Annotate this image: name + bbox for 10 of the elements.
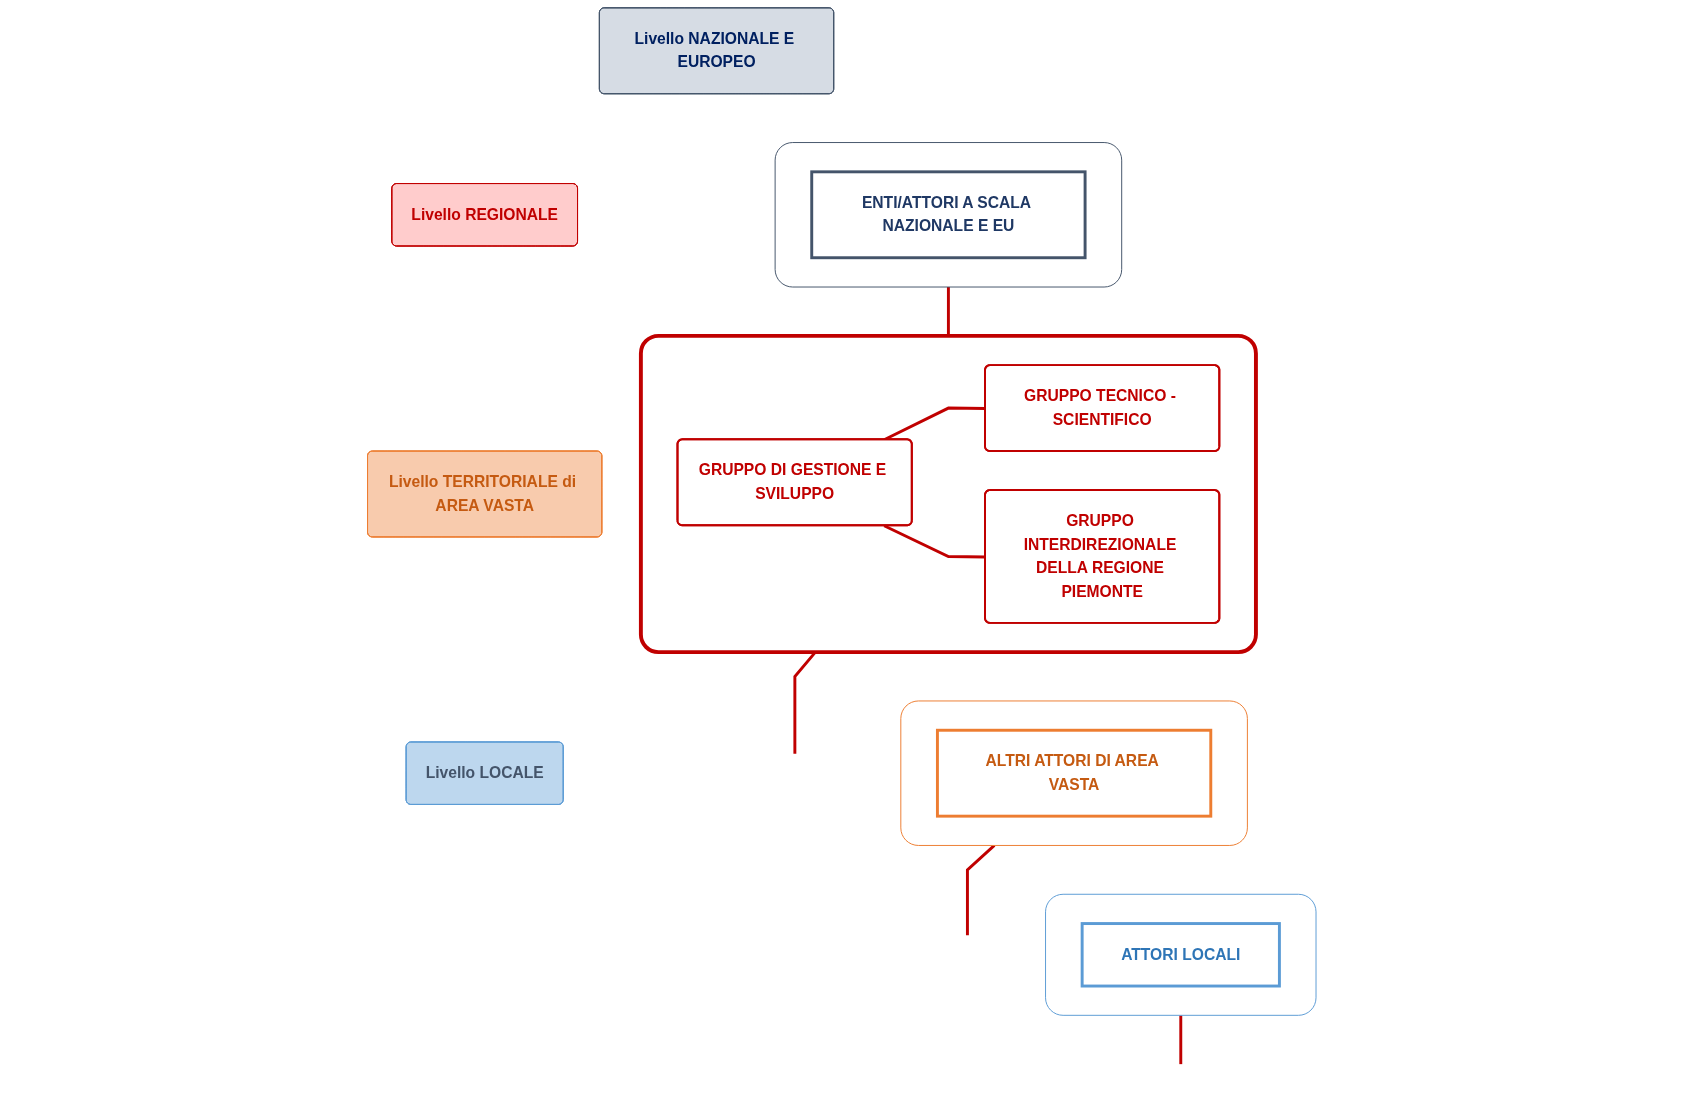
cluster [1044, 893, 1317, 1016]
connector [1179, 1015, 1182, 1065]
node-box: ALTRI ATTORI DI AREA VASTA [935, 728, 1212, 818]
cluster [638, 333, 1258, 655]
connector [965, 844, 996, 936]
node-box: ENTI/ATTORI A SCALA NAZIONALE E EU [810, 170, 1087, 260]
node-box: ATTORI LOCALI [1080, 922, 1281, 988]
connector [946, 287, 950, 336]
cluster [900, 700, 1248, 846]
cluster [774, 142, 1122, 288]
